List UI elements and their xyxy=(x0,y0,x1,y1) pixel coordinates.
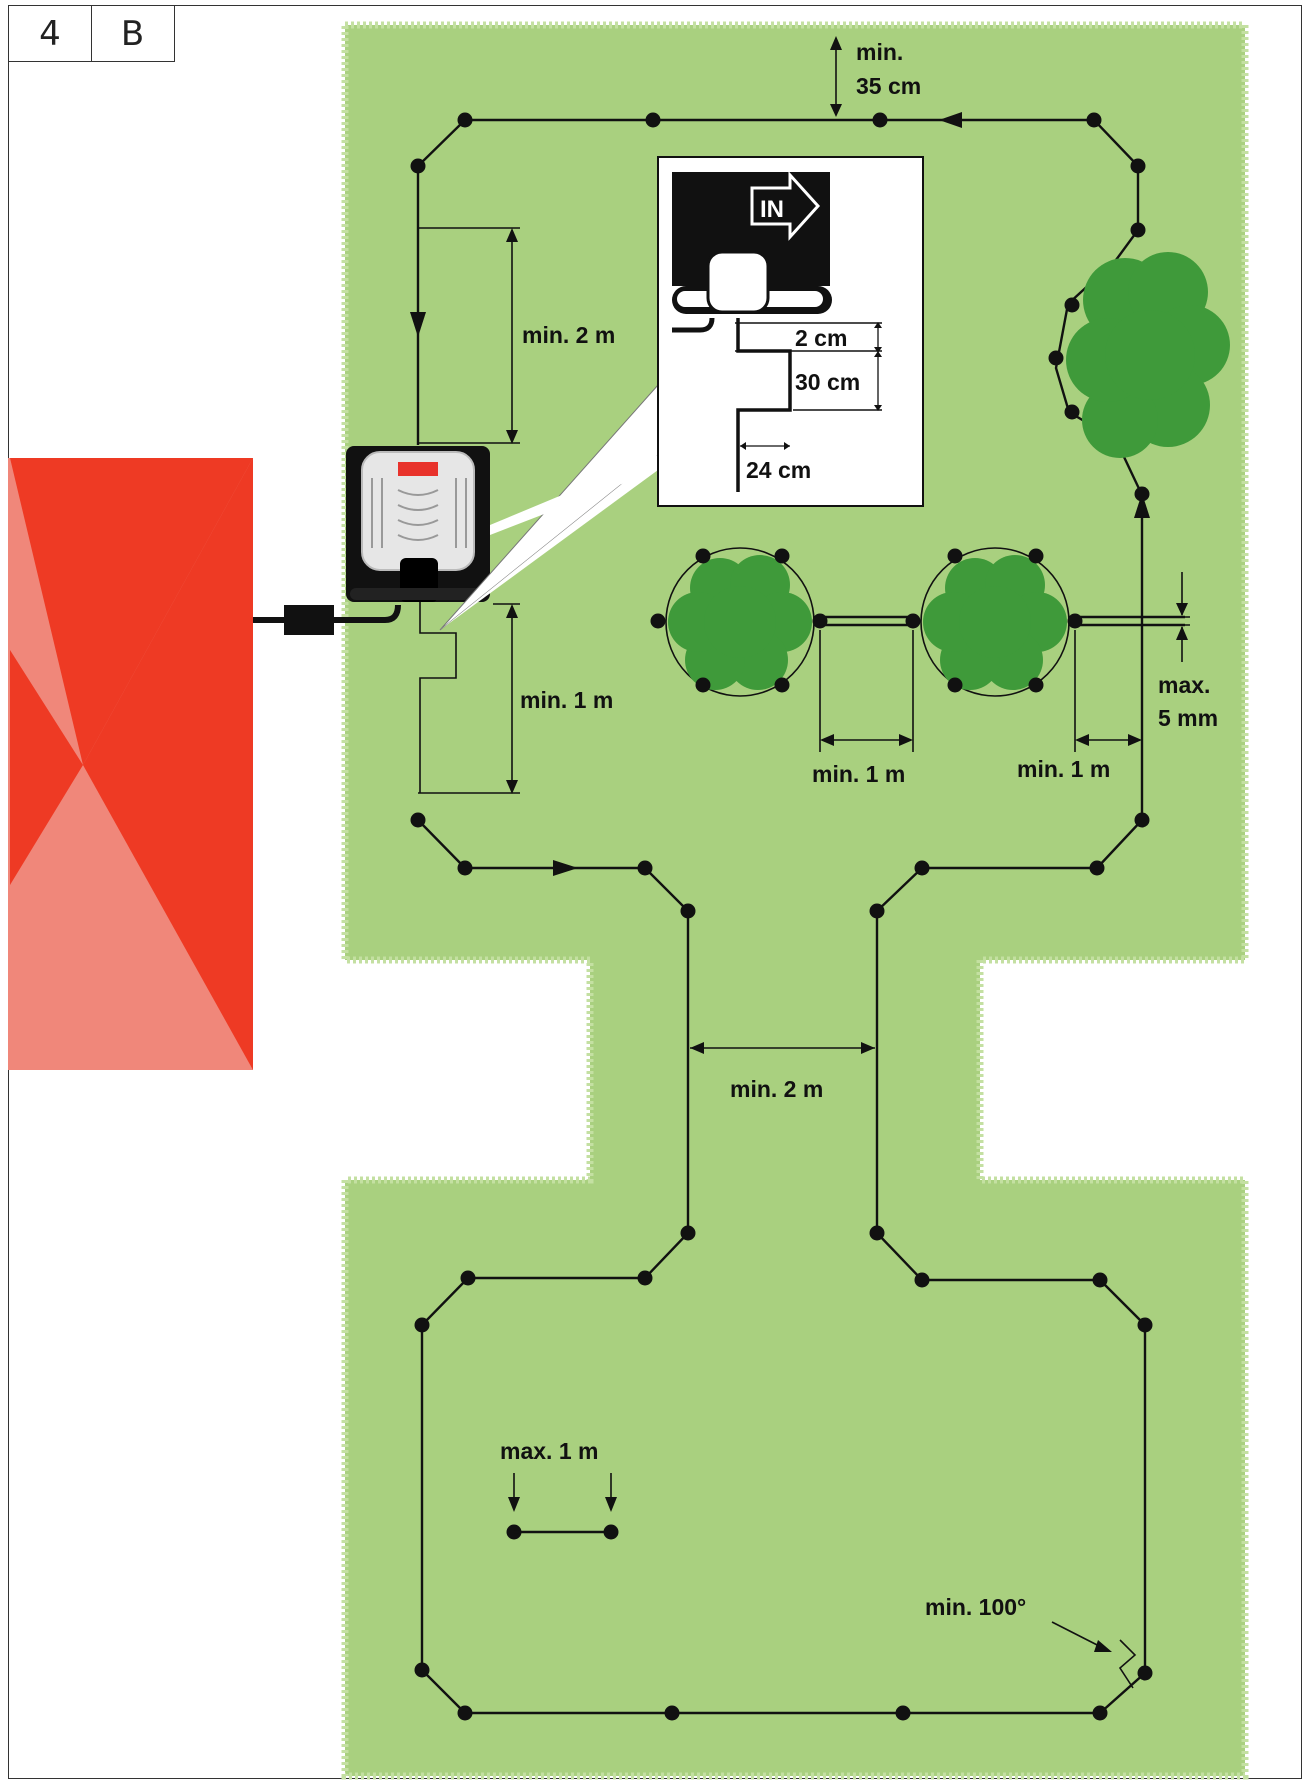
bridge-wire-2 xyxy=(1075,615,1185,627)
in-label: IN xyxy=(760,196,784,223)
inset-contact xyxy=(706,250,770,314)
figure-number: 4 xyxy=(8,5,92,62)
arrow-bottom-left xyxy=(553,860,578,876)
label-min-1m-station: min. 1 m xyxy=(520,687,613,713)
dim-min-100deg: min. 100° xyxy=(925,1594,1137,1689)
label-min-1m-shrubs: min. 1 m xyxy=(812,761,905,787)
label-min-2m-passage: min. 2 m xyxy=(730,1076,823,1102)
dim-min-1m-station: min. 1 m xyxy=(420,603,613,794)
figure-tag: 4 B xyxy=(8,5,175,62)
label-max-5mm-1: max. xyxy=(1158,672,1210,698)
shrub-middle-1 xyxy=(665,547,815,697)
power-cable xyxy=(253,604,401,635)
label-min-100deg: min. 100° xyxy=(925,1594,1026,1620)
shrub-bridge-wires xyxy=(820,615,1185,627)
label-min-35cm-2: 35 cm xyxy=(856,73,921,99)
label-max-5mm-2: 5 mm xyxy=(1158,705,1218,731)
house xyxy=(8,458,253,1070)
label-min-1m-wire: min. 1 m xyxy=(1017,756,1110,782)
house-roof-right xyxy=(83,458,253,1070)
shrub-middle-2 xyxy=(920,547,1070,697)
charging-station[interactable] xyxy=(346,446,490,602)
dim-min-2m-top: min. 2 m xyxy=(418,227,615,444)
inset-wire xyxy=(736,318,792,492)
inset-label-2cm: 2 cm xyxy=(795,325,847,351)
in-arrow: IN xyxy=(750,171,821,241)
arrow-left xyxy=(410,312,426,337)
mower-display-red xyxy=(398,462,438,476)
shrub-right xyxy=(1066,252,1230,458)
label-max-1m: max. 1 m xyxy=(500,1438,598,1464)
dim-min-1m-shrubs: min. 1 m xyxy=(812,630,914,787)
dim-max-5mm: max. 5 mm xyxy=(1158,572,1218,731)
wire-pegs xyxy=(410,112,1153,1721)
dim-min-1m-wire: min. 1 m xyxy=(1017,630,1142,782)
arrow-top xyxy=(939,112,962,128)
dim-max-1m: max. 1 m xyxy=(500,1438,617,1512)
lawn xyxy=(341,21,1249,1780)
house-roof-left xyxy=(10,650,83,885)
dim-min-2m-passage: min. 2 m xyxy=(690,1042,875,1102)
wire-direction-arrows xyxy=(410,112,1150,876)
arrow-right xyxy=(1134,493,1150,518)
detail-inset: IN 2 cm 30 cm 24 cm xyxy=(657,156,924,507)
label-min-35cm-1: min. xyxy=(856,39,903,65)
station-notch-wire xyxy=(418,602,457,794)
inset-label-24cm: 24 cm xyxy=(746,457,811,483)
bridge-wire-1 xyxy=(820,615,913,627)
label-min-2m-top: min. 2 m xyxy=(522,322,615,348)
house-roof-top xyxy=(10,458,253,765)
power-plug xyxy=(284,605,334,635)
dim-min-35cm: min. 35 cm xyxy=(830,36,921,117)
figure-letter: B xyxy=(90,5,175,62)
inset-label-30cm: 30 cm xyxy=(795,369,860,395)
